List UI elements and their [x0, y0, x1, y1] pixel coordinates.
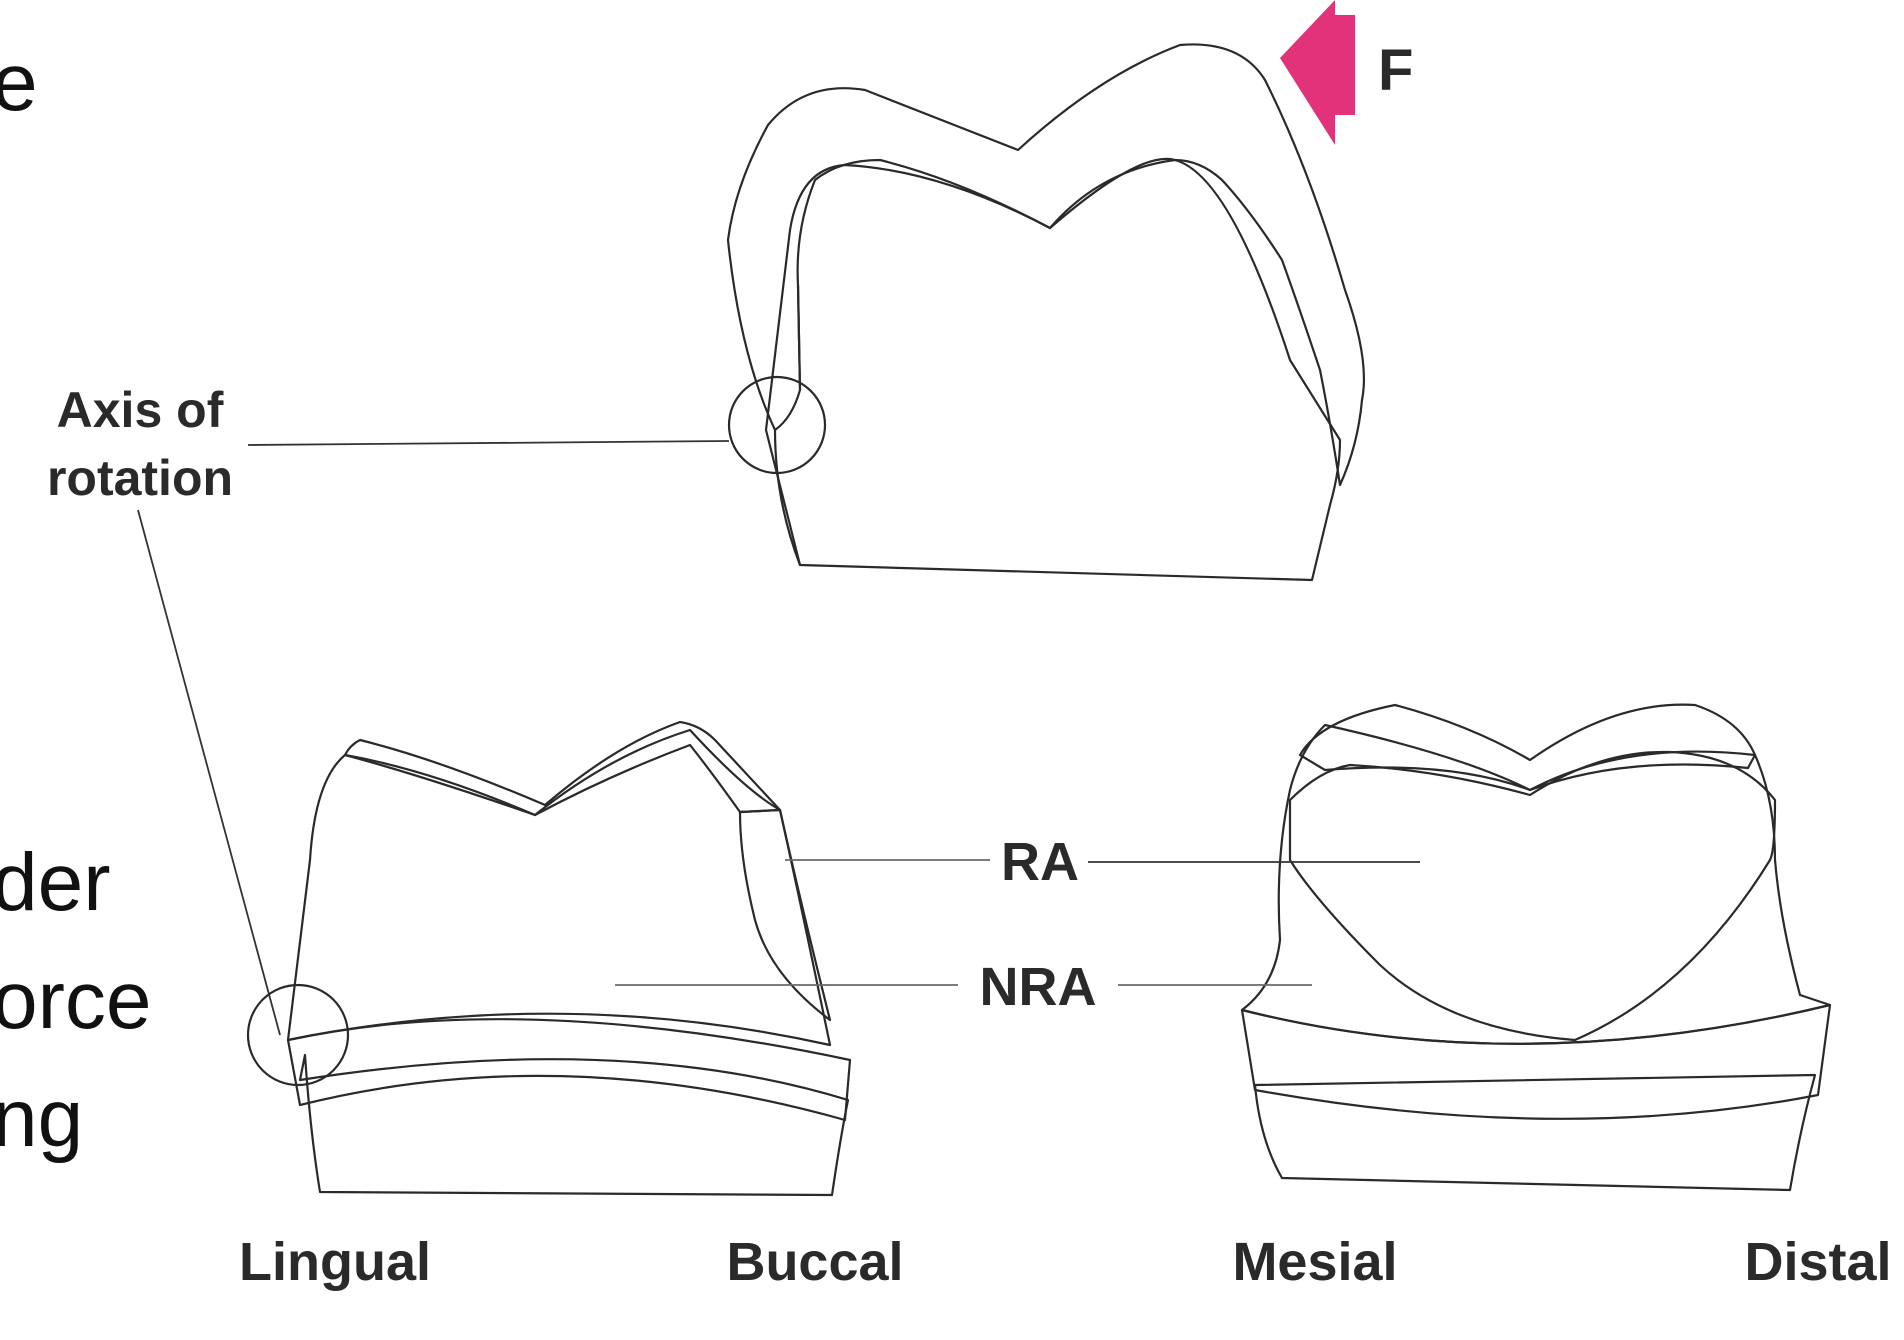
- finish-line-band: [286, 1018, 852, 1122]
- ra-label: RA: [1001, 832, 1079, 892]
- axis-leader-top: [247, 440, 730, 446]
- side-text-line-1: e: [0, 37, 38, 128]
- axis-of-rotation-marker-top: [727, 375, 827, 475]
- axis-label-line-1: Axis of: [57, 382, 224, 438]
- axis-label-line-2: rotation: [47, 450, 233, 506]
- prep-body-left: [286, 728, 832, 1047]
- prep-body-right: [1240, 723, 1832, 1045]
- occlusal-bevel-right: [1298, 703, 1757, 792]
- gold-crown: [726, 43, 1366, 487]
- nra-label: NRA: [980, 957, 1097, 1017]
- tooth-mesial-distal-view: [1240, 703, 1832, 1192]
- prepared-tooth: [764, 157, 1342, 582]
- tooth-buccal-lingual-view: [246, 720, 852, 1197]
- force-arrow-icon: [1280, 0, 1355, 145]
- axis-leader-bottom: [137, 509, 281, 1036]
- axis-of-rotation-marker-bottom: [246, 983, 350, 1087]
- side-text-line-4: ng: [0, 1073, 83, 1164]
- tooth-lower-root-right: [1253, 1073, 1817, 1192]
- side-text-line-3: orce: [0, 955, 152, 1046]
- tooth-lower-root: [298, 1053, 850, 1197]
- ra-region-mesial: [1288, 750, 1777, 1042]
- ra-region-buccal: [738, 808, 832, 1022]
- finish-line-band-right: [1240, 1003, 1832, 1120]
- label-buccal: Buccal: [726, 1232, 903, 1292]
- force-label: F: [1378, 38, 1413, 103]
- side-text-line-2: der: [0, 837, 111, 928]
- label-mesial: Mesial: [1232, 1232, 1397, 1292]
- label-lingual: Lingual: [239, 1232, 431, 1292]
- occlusal-bevel: [343, 720, 782, 817]
- top-tooth-with-crown: F: [247, 0, 1413, 582]
- label-distal: Distal: [1744, 1232, 1891, 1292]
